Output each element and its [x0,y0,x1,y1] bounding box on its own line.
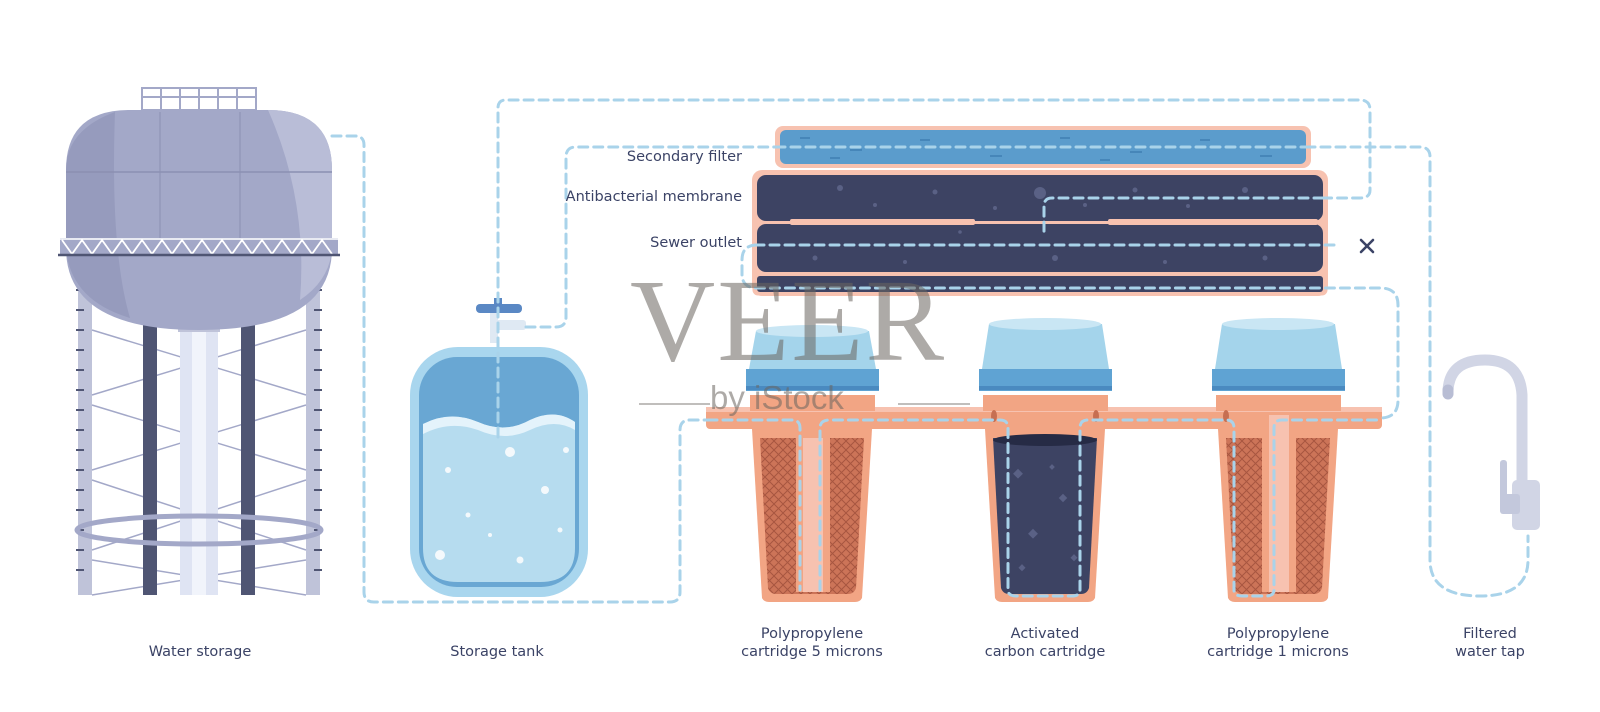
tower-ring [74,513,324,547]
watermark-subtitle: by iStock [710,379,844,416]
label-storage-tank: Storage tank [450,644,544,660]
storage-tank [410,298,588,597]
tower-inner-leg-left [143,300,157,595]
tower-railing [141,87,257,111]
tower-inner-leg-right [241,300,255,595]
secondary-filter [775,126,1311,168]
label-water-storage: Water storage [148,644,252,660]
label-polypropylene-1: Polypropylene cartridge 1 microns [1207,626,1349,660]
pipe-routes [330,98,1530,604]
cartridge-activated-carbon [979,318,1112,602]
faucet-icon [1442,354,1540,530]
tank-valve-icon [476,298,526,343]
label-polypropylene-5: Polypropylene cartridge 5 microns [741,626,883,660]
cartridge-polypropylene-1 [1212,318,1345,602]
label-filtered-tap: Filtered water tap [1455,626,1525,660]
label-antibacterial-membrane: Antibacterial membrane [565,189,742,205]
tower-tank [66,110,332,330]
cartridge-polypropylene-5 [746,325,879,602]
label-secondary-filter: Secondary filter [626,149,742,165]
watermark-title: VEER [630,255,947,386]
water-tower [58,87,340,596]
antibacterial-membrane [757,175,1323,272]
sewer-close-icon [1359,238,1375,254]
label-sewer-outlet: Sewer outlet [650,235,742,251]
label-activated-carbon: Activated carbon cartridge [984,626,1106,660]
